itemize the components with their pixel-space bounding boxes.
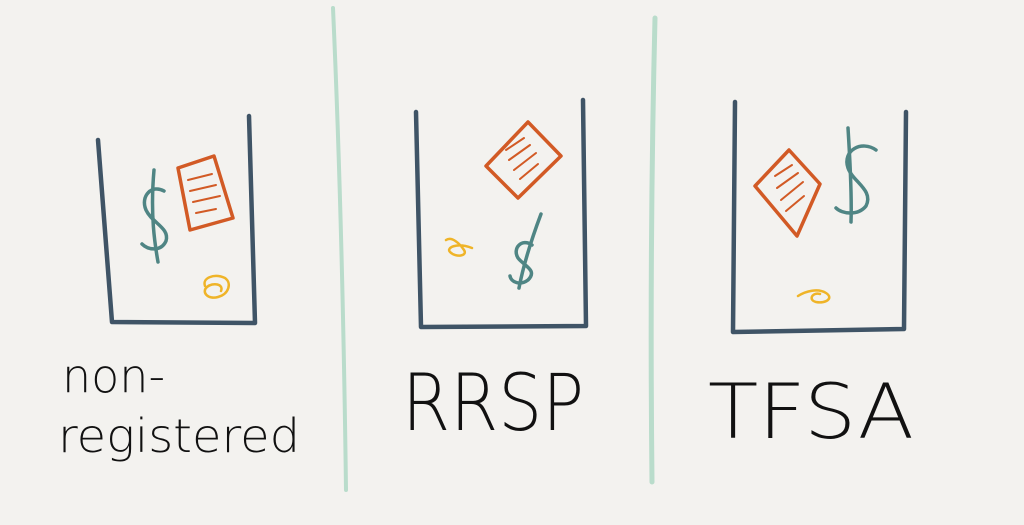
divider-left [331, 6, 348, 492]
document-icon [484, 120, 563, 200]
bucket [95, 113, 258, 326]
bucket [730, 99, 909, 335]
label-line-1: non- [62, 349, 165, 403]
document-icon [753, 148, 822, 238]
coin-icon [444, 237, 474, 257]
document-icon [176, 154, 235, 232]
label-rrsp: RRSP [402, 359, 584, 449]
coin-icon [203, 274, 231, 299]
panel-tfsa: TFSA [708, 99, 914, 456]
panel-rrsp: RRSP [402, 97, 589, 449]
divider-right [648, 15, 658, 485]
coin-icon [796, 289, 831, 304]
label-tfsa: TFSA [708, 367, 914, 456]
dollar-icon [834, 126, 878, 224]
label-line-2: registered [58, 409, 300, 463]
dollar-icon [140, 168, 169, 264]
dollar-icon [508, 212, 543, 290]
panel-non-registered: non- registered [58, 113, 300, 463]
bucket [413, 97, 589, 330]
